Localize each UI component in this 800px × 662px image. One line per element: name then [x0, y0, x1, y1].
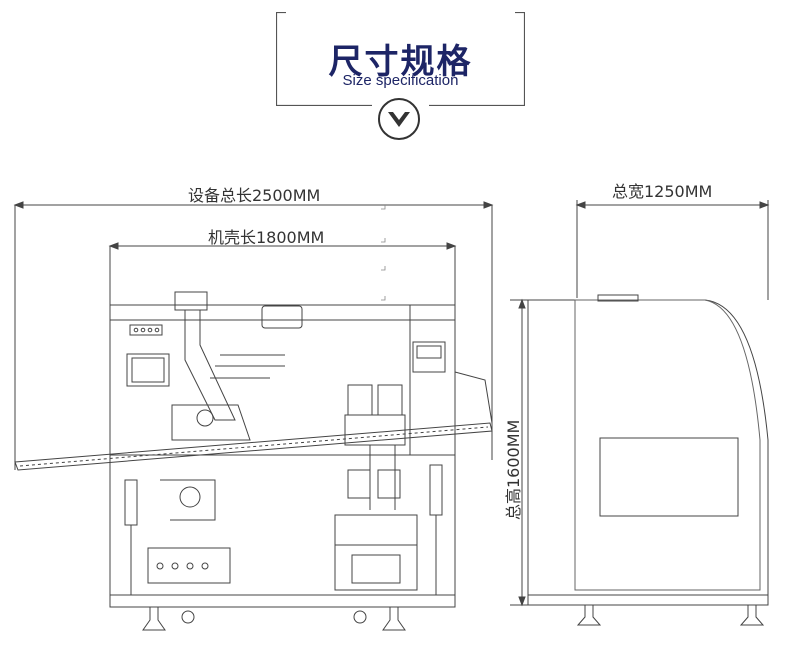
total-length-dimension: [13, 201, 494, 470]
front-view: [14, 291, 493, 631]
total-length-label: 设备总长2500MM: [188, 186, 321, 205]
title-frame: [276, 12, 525, 106]
total-width-label: 总宽1250MM: [612, 182, 713, 201]
chevron-down-circle-icon: [378, 98, 420, 140]
total-height-label: 总高1600MM: [504, 419, 523, 520]
return-marks: [381, 205, 386, 301]
section-title-cn: 尺寸规格: [328, 42, 473, 82]
shell-length-label: 机壳长1800MM: [208, 228, 325, 247]
section-title-box: 尺寸规格 Size specification: [276, 12, 525, 106]
side-view: [510, 200, 770, 626]
shell-length-dimension: [108, 242, 457, 310]
section-title-en: Size specification: [342, 72, 459, 89]
